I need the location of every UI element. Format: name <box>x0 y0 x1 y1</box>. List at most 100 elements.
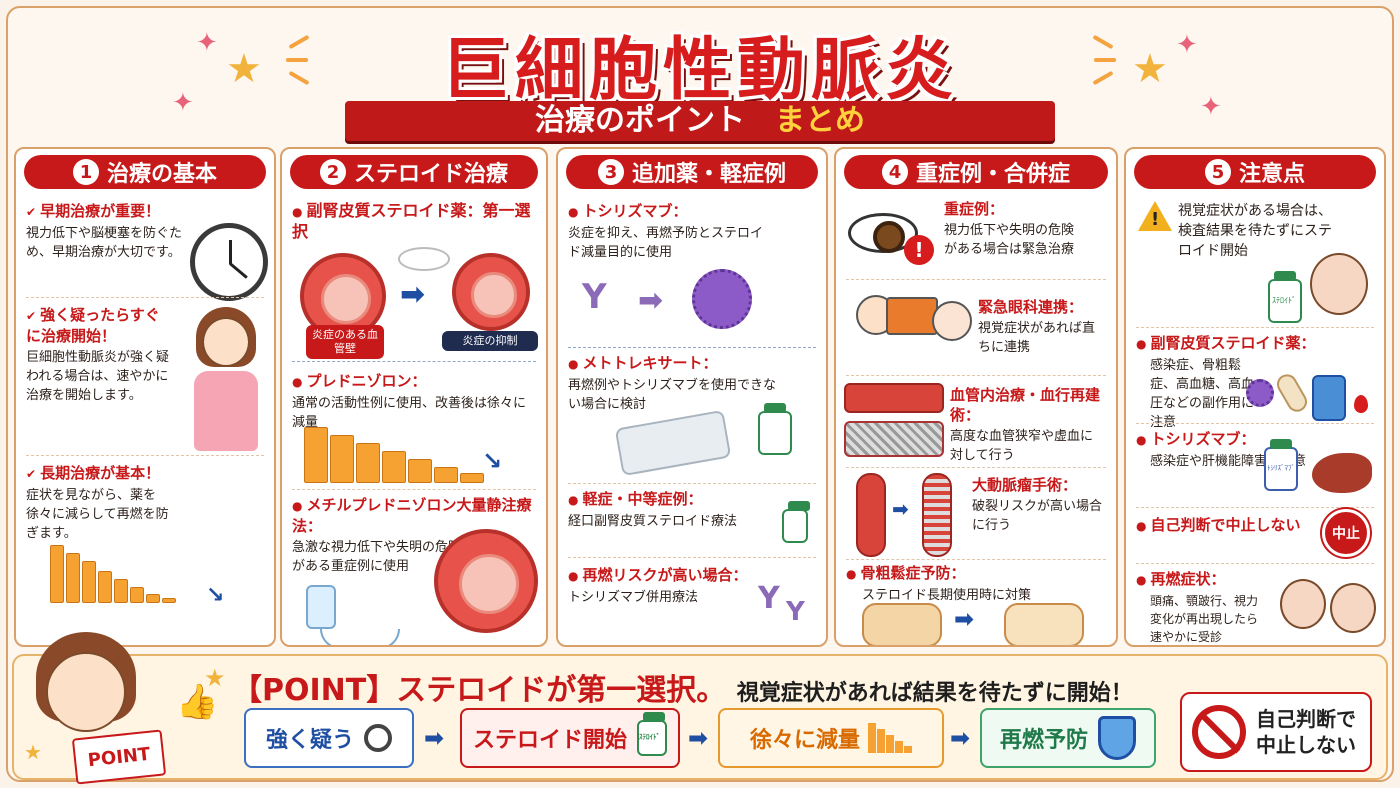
section-severe: 重症例： 視力低下や失明の危険がある場合は緊急治療 <box>944 199 1106 259</box>
section-heading: ●自己判断で中止しない <box>1136 515 1374 536</box>
warning-icon <box>1138 201 1172 231</box>
sparkle-icon: ✦ <box>1176 30 1198 60</box>
heading-text: 骨粗鬆症予防： <box>860 564 966 582</box>
divider <box>1136 423 1374 424</box>
section-text: 炎症を抑え、再燃予防とステロイド減量目的に使用 <box>568 226 764 260</box>
section-text: 感染症、骨粗鬆症、高血糖、高血圧などの副作用に注意 <box>1150 358 1255 430</box>
section-high-relapse: ●再燃リスクが高い場合： トシリズマブ併用療法 <box>568 565 816 607</box>
nurse-body <box>194 371 258 451</box>
section-corticosteroid: ●副腎皮質ステロイド薬：第一選択 <box>292 201 536 242</box>
ray-decoration <box>286 58 308 62</box>
section-early-treatment: ✔早期治療が重要！ 視力低下や脳梗塞を防ぐため、早期治療が大切です。 <box>26 201 186 262</box>
retina-monitor-icon <box>886 297 938 335</box>
check-icon: ✔ <box>26 467 37 481</box>
eye-icon <box>848 213 918 253</box>
divider <box>846 559 1106 560</box>
bullet-icon: ● <box>292 205 303 219</box>
clock-icon <box>190 223 268 301</box>
section-heading: 緊急眼科連携： <box>978 298 1084 316</box>
sparkle-icon: ✦ <box>1200 92 1222 122</box>
section-methotrexate: ●メトトレキサート： 再燃例やトシリズマブを使用できない場合に検討 <box>568 353 816 414</box>
tablet-blister-icon <box>614 409 732 477</box>
bullet-icon: ● <box>568 357 579 371</box>
bottle-label: ｽﾃﾛｲﾄﾞ <box>1272 296 1296 305</box>
iv-tube <box>320 629 400 645</box>
do-not-stop-text: 自己判断で中止しない <box>1256 706 1356 758</box>
bullet-icon: ● <box>1136 337 1147 351</box>
right-arrow-icon: ➡ <box>400 277 426 312</box>
divider <box>846 279 1106 280</box>
right-arrow-icon: ➡ <box>638 283 664 318</box>
section-heading: ●メトトレキサート： <box>568 353 816 374</box>
section-text: 視力低下や失明の危険がある場合は緊急治療 <box>944 223 1075 257</box>
section-text: 経口副腎皮質ステロイド療法 <box>568 514 738 529</box>
flow-label: 強く疑う <box>265 728 354 753</box>
ray-decoration <box>1094 58 1116 62</box>
bullet-icon: ● <box>568 205 579 219</box>
subtitle-highlight: まとめ <box>775 103 865 138</box>
flow-arrow-icon: ➡ <box>688 724 709 752</box>
section-text: 巨細胞性動脈炎が強く疑われる場合は、速やかに治療を開始します。 <box>26 350 170 403</box>
thumbs-up-icon: 👍 <box>176 682 219 722</box>
column-title: 重症例・合併症 <box>915 162 1070 187</box>
subtitle-main: 治療のポイント <box>535 103 745 138</box>
bullet-icon: ● <box>292 375 303 389</box>
section-osteoporosis: ●骨粗鬆症予防： ステロイド長期使用時に対策 <box>846 563 1106 605</box>
section-long-term: ✔長期治療が基本！ 症状を見ながら、薬を徐々に減らして再燃を防ぎます。 <box>26 463 264 543</box>
section-text: 視覚症状がある場合は、検査結果を待たずにステロイド開始 <box>1178 203 1332 259</box>
divider <box>568 557 816 558</box>
section-text: トシリズマブ併用療法 <box>568 590 699 605</box>
tocilizumab-bottle-icon: ﾄｼﾘｽﾞﾏﾌﾞ <box>1264 439 1298 491</box>
section-prednisolone: ●プレドニゾロン： 通常の活動性例に使用、改善後は徐々に減量 <box>292 371 536 432</box>
do-not-stop-line: 自己判断で <box>1256 707 1356 731</box>
taper-steps-icon <box>868 723 912 753</box>
flow-label: 徐々に減量 <box>749 728 860 753</box>
section-heading: ✔強く疑ったらすぐに治療開始！ <box>26 305 174 346</box>
glucose-meter-icon <box>1312 375 1346 421</box>
bullet-icon: ● <box>568 569 579 583</box>
elderly-man-avatar <box>1280 579 1326 629</box>
column-number: 5 <box>1204 159 1231 185</box>
flow-step-taper: 徐々に減量 <box>718 708 944 768</box>
medicine-bottle-icon <box>758 403 792 455</box>
heading-text: メトトレキサート： <box>582 354 718 372</box>
star-icon: ★ <box>226 46 262 92</box>
heading-text: 自己判断で中止しない <box>1150 516 1301 534</box>
bullet-icon: ● <box>846 567 857 581</box>
section-text: 頭痛、顎跛行、視力変化が再出現したら速やかに受診 <box>1150 594 1259 644</box>
vessel-cross-section-icon <box>434 529 538 633</box>
section-text: 再燃例やトシリズマブを使用できない場合に検討 <box>568 378 777 412</box>
heading-text: 強く疑ったらすぐに治療開始！ <box>26 306 160 345</box>
star-icon: ★ <box>24 740 42 764</box>
column-title: ステロイド治療 <box>353 162 508 187</box>
flow-arrow-icon: ➡ <box>424 724 445 752</box>
divider <box>568 483 816 484</box>
flow-label: 再燃予防 <box>999 728 1088 753</box>
column-header: 2 ステロイド治療 <box>290 155 538 189</box>
column-header: 4 重症例・合併症 <box>844 155 1108 189</box>
section-heading: ●トシリズマブ： <box>1136 429 1374 450</box>
antibody-icon: Y <box>786 597 805 627</box>
aneurysm-icon <box>856 473 886 557</box>
flow-step-prevent-relapse: 再燃予防 <box>980 708 1156 768</box>
stenosis-vessel-icon <box>844 383 944 413</box>
section-aneurysm-surgery: 大動脈瘤手術： 破裂リスクが高い場合に行う <box>972 475 1106 535</box>
prohibited-icon <box>1192 705 1246 759</box>
section-text: 症状を見ながら、薬を徐々に減らして再燃を防ぎます。 <box>26 488 169 541</box>
right-arrow-icon: ➡ <box>892 497 909 521</box>
warning-mark: ! <box>1151 209 1160 230</box>
section-heading: 重症例： <box>944 200 1005 218</box>
stop-sign-icon: 中止 <box>1322 509 1370 557</box>
bullet-icon: ● <box>1136 433 1147 447</box>
star-icon: ★ <box>1132 46 1168 92</box>
section-heading: ●軽症・中等症例： <box>568 489 816 510</box>
nurse-avatar <box>202 317 250 367</box>
subtitle-banner: 治療のポイント まとめ <box>345 101 1055 141</box>
section-heading: ✔長期治療が基本！ <box>26 463 264 484</box>
column-number: 2 <box>319 159 346 185</box>
column-number: 4 <box>881 159 908 185</box>
